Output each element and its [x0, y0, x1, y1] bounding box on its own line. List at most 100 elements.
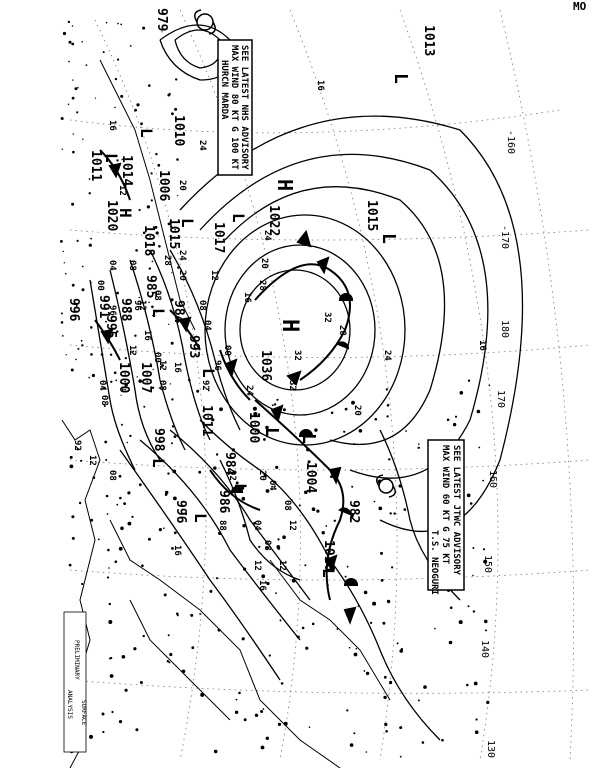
- isobar-label: 04: [97, 380, 107, 391]
- station-dot: [384, 722, 388, 727]
- station-dot: [475, 718, 478, 721]
- station-dot: [372, 601, 377, 606]
- station-dot: [466, 683, 469, 687]
- pressure-value: 1006: [156, 170, 171, 201]
- station-dot: [81, 288, 85, 292]
- isobar-label: 04: [267, 480, 277, 491]
- pressure-value: 1013: [421, 25, 436, 56]
- station-dot: [68, 40, 72, 44]
- longitude-labels: -160 -170 180 170 160 150 140 130: [479, 130, 516, 758]
- station-dot: [482, 479, 484, 482]
- high-center-letter: H: [277, 319, 302, 332]
- storm-neoguri-box: T.S. NEOGURI MAX WIND 60 KT G 75 KT SEE …: [427, 439, 465, 595]
- station-dot: [268, 654, 271, 657]
- station-dot: [353, 652, 358, 657]
- station-dot: [134, 108, 138, 112]
- station-dot: [164, 493, 168, 496]
- station-dot: [106, 513, 109, 515]
- pressure-value: 995: [103, 315, 118, 338]
- isobar-label: 96: [107, 305, 117, 316]
- station-dot: [304, 564, 307, 567]
- isobar-label: 24: [382, 350, 392, 361]
- station-dot: [252, 406, 257, 411]
- station-dot: [472, 610, 476, 613]
- isobar-label: 32: [322, 312, 332, 323]
- station-dot: [325, 525, 328, 527]
- station-dot: [88, 192, 91, 195]
- station-dot: [171, 112, 174, 116]
- station-dot: [386, 415, 389, 418]
- longitude-label: 180: [499, 320, 510, 338]
- station-dot: [138, 208, 141, 212]
- station-dot: [330, 411, 334, 415]
- station-dot: [152, 314, 154, 317]
- station-dot: [454, 415, 458, 418]
- isobar-label: 08: [282, 500, 292, 511]
- station-dot: [265, 546, 269, 549]
- station-dot: [78, 501, 82, 505]
- longitude-label: -170: [499, 225, 510, 249]
- isobar-label: 24: [197, 140, 207, 151]
- station-dot: [81, 344, 84, 347]
- station-dot: [458, 620, 463, 625]
- station-dot: [298, 504, 301, 507]
- pressure-value: 1018: [141, 225, 156, 256]
- station-dot: [207, 389, 210, 392]
- station-dot: [142, 634, 145, 638]
- station-dot: [81, 41, 83, 43]
- low-center-letter: L: [390, 73, 411, 84]
- isobar-label: 20: [257, 470, 267, 481]
- station-dot: [386, 404, 390, 407]
- station-dot: [167, 634, 170, 637]
- station-dot: [80, 459, 83, 462]
- low-center-letter: L: [378, 233, 399, 244]
- isobar-label: 12: [252, 560, 262, 571]
- station-dot: [378, 506, 383, 511]
- low-center-letter: L: [149, 308, 168, 318]
- station-dot: [124, 688, 128, 692]
- station-dot: [140, 122, 143, 126]
- station-dot: [163, 527, 165, 529]
- low-center-letter: L: [137, 128, 156, 138]
- station-dot: [263, 473, 267, 478]
- isobar-label: 16: [107, 120, 117, 131]
- station-dot: [131, 515, 134, 519]
- station-dot: [273, 403, 277, 406]
- low-center-letter: L: [149, 458, 168, 468]
- station-dot: [388, 458, 391, 461]
- station-dot: [280, 682, 284, 685]
- station-dot: [71, 42, 75, 46]
- isobar-label: 16: [315, 80, 325, 91]
- station-dot: [421, 741, 425, 744]
- isobar-label: 04: [107, 260, 117, 271]
- station-dot: [157, 163, 161, 167]
- station-dot: [176, 158, 179, 161]
- station-dot: [129, 434, 132, 438]
- station-dot: [116, 159, 119, 162]
- station-dot: [72, 79, 74, 81]
- station-dot: [114, 560, 118, 563]
- isobar-labels: 1616202428323232282424201612080400969208…: [72, 80, 487, 591]
- station-dot: [314, 428, 318, 432]
- station-dot: [483, 559, 488, 564]
- station-dot: [63, 262, 65, 264]
- station-dot: [484, 619, 488, 624]
- graticule: [69, 9, 591, 761]
- station-dot: [124, 357, 127, 360]
- station-dot: [62, 250, 64, 253]
- station-dot: [138, 483, 142, 487]
- station-dot: [148, 301, 150, 304]
- station-dot: [169, 92, 171, 95]
- station-dot: [62, 31, 67, 36]
- isobar-label: 08: [127, 260, 137, 271]
- isobar-label: 20: [177, 270, 187, 281]
- station-dot: [263, 438, 266, 441]
- station-dot: [308, 726, 311, 728]
- station-dot: [348, 646, 351, 649]
- station-dot: [363, 670, 366, 672]
- station-dot: [386, 599, 391, 604]
- station-dot: [167, 222, 171, 226]
- station-dot: [336, 627, 339, 630]
- station-dot: [90, 353, 93, 356]
- station-dot: [275, 465, 279, 469]
